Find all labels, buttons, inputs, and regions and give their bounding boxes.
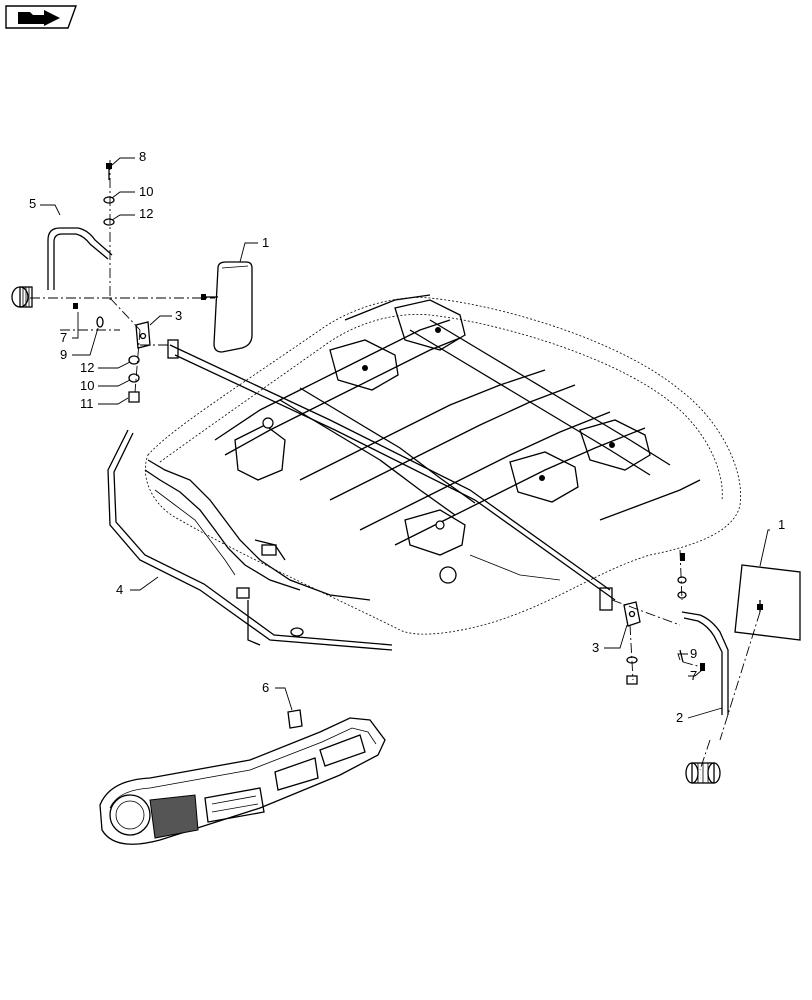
callout-5: 5 — [29, 196, 36, 211]
callout-11: 11 — [80, 396, 94, 411]
callout-9-right: 9 — [690, 646, 697, 661]
callout-leaders — [40, 157, 770, 719]
support-rod — [140, 339, 681, 626]
floor-pan-assembly — [144, 294, 742, 635]
washer-10-top — [103, 196, 115, 204]
callout-3-right: 3 — [592, 640, 599, 655]
nut-11 — [128, 391, 140, 403]
callout-3-left: 3 — [175, 308, 182, 323]
callout-10-bottom: 10 — [80, 378, 94, 393]
washer-10-bottom — [128, 373, 140, 383]
callout-7-left: 7 — [60, 330, 67, 345]
tube-4 — [107, 429, 393, 651]
washer-12-top — [103, 218, 115, 226]
callout-10-top: 10 — [139, 184, 153, 199]
folder-arrow-icon[interactable] — [5, 5, 77, 29]
bracket-3-right — [623, 601, 641, 685]
knob-left — [11, 286, 33, 308]
panel-1-right — [734, 564, 801, 641]
callout-8: 8 — [139, 149, 146, 164]
bolt-8 — [106, 163, 112, 180]
washer-9-left — [96, 316, 104, 328]
rod-2 — [681, 611, 729, 715]
callout-12-top: 12 — [139, 206, 153, 221]
callout-1-right: 1 — [778, 517, 785, 532]
callout-9-left: 9 — [60, 347, 67, 362]
washer-9-right — [679, 649, 684, 663]
callout-2: 2 — [676, 710, 683, 725]
vent-cover-6 — [99, 709, 386, 845]
washer-12-bottom — [128, 355, 140, 365]
knob-right — [685, 762, 721, 784]
rod-5 — [47, 227, 113, 290]
callout-6: 6 — [262, 680, 269, 695]
panel-1-top — [201, 261, 253, 353]
bolt-7-left — [73, 303, 78, 309]
callout-7-right: 7 — [690, 668, 697, 683]
callout-1-top: 1 — [262, 235, 269, 250]
callout-4: 4 — [116, 582, 123, 597]
callout-12-bottom: 12 — [80, 360, 94, 375]
bracket-3-left — [135, 321, 151, 349]
